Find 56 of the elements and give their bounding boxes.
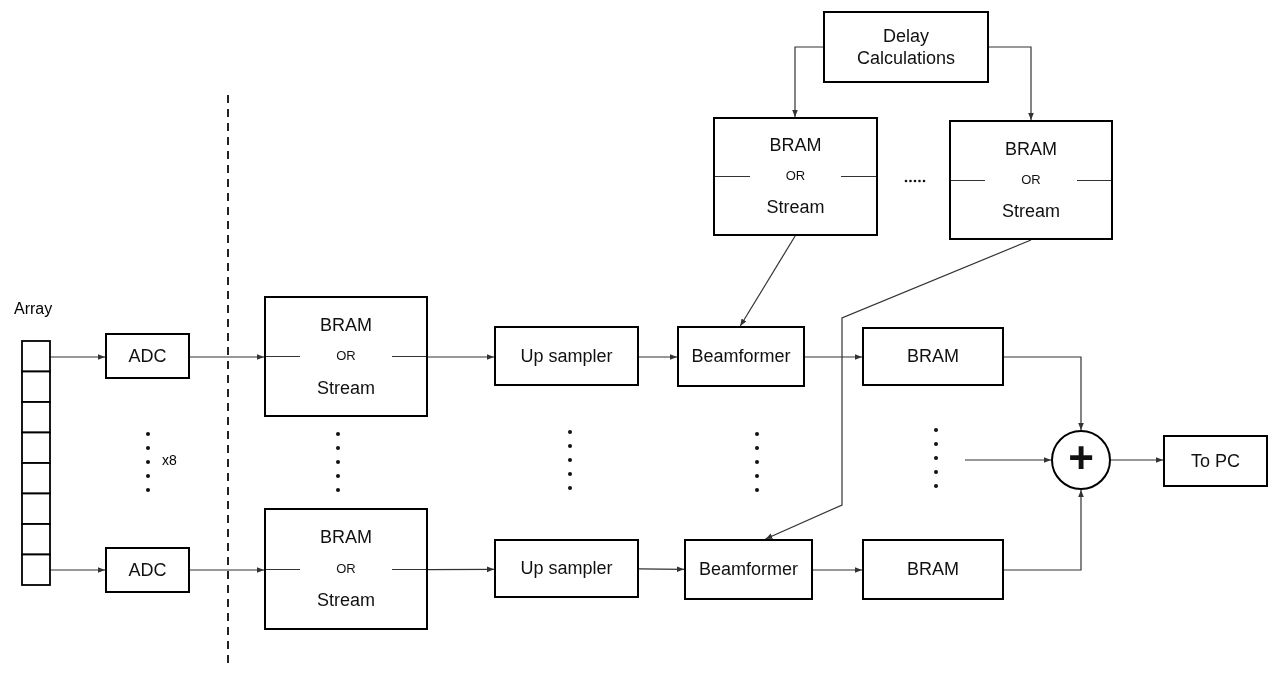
arrow (1110, 457, 1164, 463)
arrow (812, 567, 863, 573)
arrow (427, 566, 495, 573)
arrow (1003, 489, 1084, 571)
node-label: Delay Calculations (855, 24, 957, 70)
node-label: Stream (766, 196, 825, 219)
arrow (792, 46, 824, 118)
node-label: BRAM (907, 345, 959, 368)
node-label: Stream (317, 376, 375, 400)
arrow (638, 566, 685, 572)
process-box (264, 296, 428, 417)
node-label: BRAM (1005, 137, 1057, 161)
node-label: Stream (1002, 199, 1060, 223)
node-label: Stream (317, 589, 375, 612)
arrow (427, 354, 495, 360)
arrow (988, 46, 1034, 121)
arrow (189, 354, 265, 360)
process-box (1163, 435, 1268, 487)
arrow (764, 239, 1032, 540)
process-box (677, 326, 805, 387)
arrow (1003, 356, 1084, 431)
node-label: Up sampler (520, 344, 613, 368)
process-box (862, 327, 1004, 386)
process-box (713, 117, 878, 236)
node-label: Beamformer (691, 345, 791, 368)
node-label: BRAM (769, 134, 822, 157)
node-label: Array (14, 300, 53, 318)
arrow (638, 354, 678, 360)
multiplier-label: x8 (162, 452, 177, 468)
process-box (823, 11, 989, 83)
process-box (105, 547, 190, 593)
process-box (949, 120, 1113, 240)
arrow (804, 354, 863, 360)
node-label: Beamformer (699, 558, 798, 581)
node-label: + (1068, 436, 1094, 480)
node-label: BRAM (320, 313, 372, 337)
node-label: OR (335, 348, 357, 365)
node-label: BRAM (320, 526, 372, 549)
node-label: ADC (128, 344, 167, 368)
process-box (105, 333, 190, 379)
node-label: BRAM (907, 558, 959, 581)
node-label: ADC (128, 558, 167, 582)
process-box (264, 508, 428, 630)
arrow (964, 457, 1052, 463)
process-box (862, 539, 1004, 600)
summing-circle (1051, 430, 1111, 490)
node-label: OR (1020, 171, 1042, 189)
process-box (494, 326, 639, 386)
process-box (494, 539, 639, 598)
process-box (684, 539, 813, 600)
node-label: OR (335, 560, 357, 578)
node-label: OR (784, 168, 807, 185)
arrow (189, 567, 265, 573)
node-label: Up sampler (520, 557, 613, 580)
node-label: To PC (1191, 449, 1240, 473)
arrow (739, 235, 796, 327)
